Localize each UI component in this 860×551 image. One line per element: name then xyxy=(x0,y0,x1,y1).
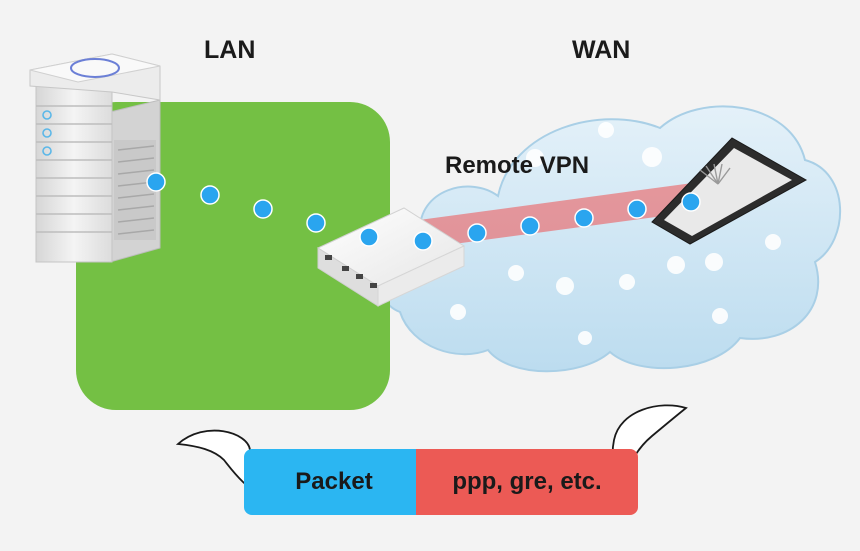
router-icon xyxy=(316,207,466,307)
remote-vpn-label: Remote VPN xyxy=(445,152,590,179)
encapsulation-segment: ppp, gre, etc. xyxy=(416,449,638,515)
packet-dot xyxy=(306,213,326,233)
packet-dot xyxy=(574,208,594,228)
packet-path xyxy=(146,172,701,251)
packet-dot xyxy=(253,199,273,219)
wan-label: WAN xyxy=(572,36,631,64)
packet-dot xyxy=(359,227,379,247)
packet-dot xyxy=(627,199,647,219)
packet-dot xyxy=(520,216,540,236)
packet-dot xyxy=(146,172,166,192)
packet-dot xyxy=(200,185,220,205)
packet-dot xyxy=(681,192,701,212)
server-icon xyxy=(29,53,161,263)
packet-dot xyxy=(413,231,433,251)
packet-dot xyxy=(467,223,487,243)
tablet-icon xyxy=(651,137,808,245)
packet-segment: Packet xyxy=(244,449,424,515)
lan-label: LAN xyxy=(204,36,256,64)
